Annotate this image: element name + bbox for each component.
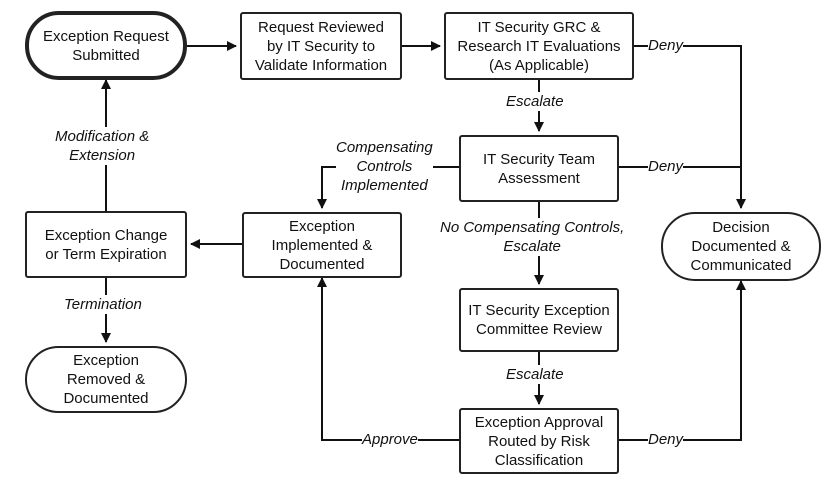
node-committee-review: IT Security Exception Committee Review bbox=[459, 288, 619, 352]
node-request-submitted: Exception Request Submitted bbox=[25, 11, 187, 80]
label-deny-approval: Deny bbox=[648, 430, 684, 449]
label-escalate-2: Escalate bbox=[506, 365, 564, 384]
node-exception-removed: Exception Removed & Documented bbox=[25, 346, 187, 413]
label-approve: Approve bbox=[362, 430, 418, 449]
node-team-assessment: IT Security Team Assessment bbox=[459, 135, 619, 202]
node-grc-evaluations: IT Security GRC & Research IT Evaluation… bbox=[444, 12, 634, 80]
label-modification-extension: Modification & Extension bbox=[55, 127, 150, 165]
node-exception-change: Exception Change or Term Expiration bbox=[25, 211, 187, 278]
label-deny-team: Deny bbox=[648, 157, 684, 176]
label-compensating-controls: Compensating Controls Implemented bbox=[336, 138, 433, 195]
arrow-approval-approve-to-implemented bbox=[317, 277, 459, 441]
arrow-grc-deny-to-decision bbox=[634, 45, 746, 209]
label-deny-grc: Deny bbox=[648, 36, 684, 55]
arrow-approval-deny-to-decision bbox=[619, 280, 746, 441]
node-request-reviewed: Request Reviewed by IT Security to Valid… bbox=[240, 12, 402, 80]
label-termination: Termination bbox=[64, 295, 142, 314]
node-decision-documented: Decision Documented & Communicated bbox=[661, 212, 821, 281]
label-escalate-1: Escalate bbox=[506, 92, 564, 111]
node-exception-approval: Exception Approval Routed by Risk Classi… bbox=[459, 408, 619, 474]
node-exception-implemented: Exception Implemented & Documented bbox=[242, 212, 402, 278]
label-no-compensating-controls: No Compensating Controls, Escalate bbox=[440, 218, 625, 256]
